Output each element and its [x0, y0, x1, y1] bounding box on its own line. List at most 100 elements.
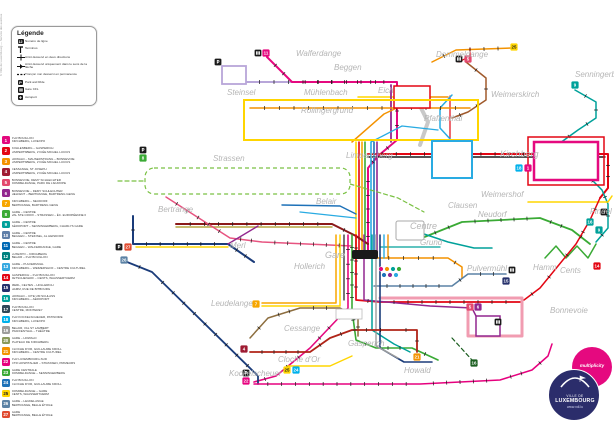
- legend-item-label: Arrêt desservi en deux directions: [25, 54, 71, 59]
- station-tick: [192, 311, 197, 316]
- gare-glyph-bar: [498, 320, 500, 324]
- station-tick: [282, 72, 286, 76]
- gare-hub-bar: [352, 250, 378, 259]
- route-line-senningerberg-teal: [559, 89, 597, 144]
- park-and-ride-glyph: P: [117, 245, 120, 250]
- district-label: Mühlenbach: [304, 88, 348, 97]
- kirchberg-magenta-box: [532, 140, 600, 182]
- route-list-item: 10Gare – CentreBeggen – Steinsel, Al Hei…: [2, 230, 116, 241]
- line-terminus-badge-number: 9: [598, 228, 601, 233]
- gare-glyph-bar: [256, 51, 258, 55]
- district-label: Pfaffenthal: [424, 114, 462, 123]
- route-list-item: 1P+R BouillonKirchberg, Luxexpo: [2, 135, 116, 146]
- legend-item: Arrêt desservi en deux directions: [16, 54, 92, 61]
- route-line-kockelscheuer-howald-magenta: [253, 343, 553, 385]
- station-tick: [458, 278, 462, 282]
- legend-item-label: Arrêt desservi uniquement dans le sens d…: [25, 61, 87, 70]
- route-number-badge: 1: [2, 136, 10, 145]
- line-terminus-badge-number: 6: [477, 305, 480, 310]
- station-tick: [447, 225, 450, 230]
- gare-glyph-bar: [512, 268, 514, 272]
- vdl-city-line2: LUXEMBOURG: [555, 398, 595, 404]
- line-terminus-badge: [571, 81, 579, 89]
- station-tick: [547, 275, 551, 279]
- district-label: Centre: [410, 221, 437, 231]
- station-tick: [565, 253, 569, 257]
- line-terminus-badge: [139, 154, 147, 162]
- route-number-badge: 14: [2, 273, 10, 282]
- line-terminus-badge: [283, 366, 291, 374]
- route-line-howald-teal: [371, 234, 411, 353]
- station-tick: [538, 361, 542, 365]
- route-list-item: 12Luxexpo – KirchbergBelair – P+R Bouill…: [2, 251, 116, 262]
- line-terminus-badge-number: 11: [264, 51, 269, 56]
- route-number-badge: 3: [2, 157, 10, 166]
- gare-cfl-icon: [508, 266, 516, 274]
- station-tick: [339, 332, 343, 336]
- stop1-legend-icon: [16, 63, 25, 70]
- line-terminus-badge-number: 14: [595, 264, 600, 269]
- legend-item-label: Terminus: [25, 46, 38, 51]
- station-tick: [364, 342, 368, 346]
- kirchberg-outer-red-box: [527, 136, 605, 186]
- stop2-legend-icon: [16, 54, 25, 61]
- route-description: Bonnevoie, Demy SchlechterDommeldange, P…: [11, 178, 66, 186]
- edition-vertical-text: © Ville de Luxembourg — Service des auto…: [0, 13, 3, 76]
- route-list-item: 8Gare – CentreVal Ste Croix – Strassen –…: [2, 209, 116, 220]
- route-list-item: 7Kirchberg – NeudorfBertrange, Bartreng …: [2, 198, 116, 209]
- district-label: Senningerberg: [575, 70, 614, 79]
- route-description: Gare – CentreBeggen – Steinsel, Al Heisd…: [11, 231, 64, 239]
- route-number-badge: 13: [2, 263, 10, 271]
- district-label: Weimerskirch: [491, 90, 540, 99]
- line-terminus-badge: [524, 164, 532, 172]
- route-number-badge: 8: [2, 210, 10, 218]
- rollingergrund-yellow-box: [243, 99, 479, 141]
- route-description: Gare CentraleDommeldange – Senningerberg: [11, 368, 66, 376]
- park-and-ride-glyph: P: [141, 148, 144, 153]
- station-tick: [235, 353, 239, 357]
- station-tick: [423, 352, 427, 356]
- route-description: Dommeldange – GareCents, Waassertuerm: [11, 389, 49, 397]
- line-terminus-badge-number: 18: [517, 166, 522, 171]
- district-label: Hamm: [533, 263, 557, 272]
- station-tick: [351, 319, 356, 321]
- route-description: Gare – LeudelangeBertrange, Belle Étoile: [11, 400, 53, 407]
- route-list-item: 16Howald – Cité um SchlassKirchberg – Aé…: [2, 293, 116, 304]
- district-label: Kockelscheuer: [229, 369, 282, 378]
- district-label: Cents: [560, 266, 581, 275]
- route-line-belair-cyan: [299, 211, 357, 219]
- station-tick: [175, 201, 179, 206]
- line-terminus-badge-number: 8: [142, 156, 145, 161]
- centre-hub-box: [395, 220, 425, 241]
- line-terminus-badge: [292, 366, 300, 374]
- route-list-item: 26Gare – LeudelangeBertrange, Belle Étoi…: [2, 399, 116, 410]
- district-label: Eich: [378, 86, 394, 95]
- route-line-findel-yellow: [527, 195, 613, 203]
- station-tick: [458, 113, 462, 117]
- legend-item-label: Aéroport: [25, 94, 37, 99]
- line-terminus-badge-number: 26: [122, 258, 127, 263]
- vdl-text-block: VILLE DE LUXEMBOURG www.vdl.lu: [550, 369, 600, 419]
- dash-legend-icon: [16, 71, 25, 78]
- station-tick: [585, 122, 589, 126]
- line-terminus-badge: [510, 43, 518, 51]
- line-terminus-badge: [502, 277, 510, 285]
- route-number-badge: 5: [2, 178, 10, 187]
- line-terminus-badge: [262, 49, 270, 57]
- route-line-bertrange-purple: [227, 225, 259, 245]
- route-number-badge: 7: [2, 199, 10, 208]
- route-line-strunk-1: [261, 234, 337, 304]
- district-label: Howald: [404, 366, 431, 375]
- gare-hub-platform-dot: [393, 272, 399, 278]
- route-list-item: 11Gare – CentreBeggen – Walferdange, Gar…: [2, 240, 116, 251]
- route-list-item: 9Gare – CentreAéroport – Senningerberg, …: [2, 219, 116, 230]
- gare-hub-platform-dot: [378, 266, 384, 272]
- station-tick: [171, 291, 175, 295]
- district-label: Gasperich: [348, 339, 385, 348]
- district-label: Merl: [230, 241, 246, 250]
- station-tick: [520, 371, 523, 376]
